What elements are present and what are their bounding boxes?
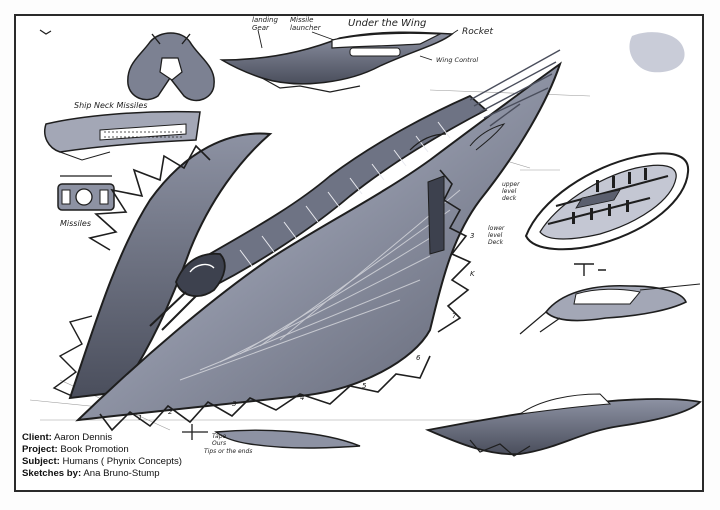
note-rocket: Rocket <box>462 27 493 37</box>
note-ours: Ours <box>212 440 226 447</box>
note-missile: Missile <box>290 16 313 24</box>
note-landing: landing <box>252 16 278 24</box>
client-value: Aaron Dennis <box>54 432 113 443</box>
ink-smudge <box>629 32 685 73</box>
caption-project: Project: Book Promotion <box>22 444 182 456</box>
note-tape: Tape <box>212 433 227 440</box>
neck-missiles-sketch <box>44 110 201 161</box>
client-label: Client: <box>22 432 52 443</box>
number-4: 4 <box>300 394 304 402</box>
corner-mark <box>39 29 52 35</box>
project-label: Project: <box>22 444 58 455</box>
caption-client: Client: Aaron Dennis <box>22 432 182 444</box>
number-7: 7 <box>452 312 457 320</box>
main-ship-sketch <box>29 49 591 432</box>
number-2: 2 <box>168 408 173 416</box>
number-5: 5 <box>362 382 367 390</box>
deck-cross-section-sketch <box>524 152 690 251</box>
note-lower: lower <box>488 225 505 232</box>
note-missiles: Missiles <box>60 219 91 228</box>
sketches-label: Sketches by: <box>22 468 82 479</box>
sketch-caption: Client: Aaron Dennis Project: Book Promo… <box>22 432 182 480</box>
project-value: Book Promotion <box>60 444 129 455</box>
letter-k: K <box>470 270 476 278</box>
sketches-value: Ana Bruno-Stump <box>83 468 160 479</box>
tip-detail-sketch <box>182 424 361 449</box>
missiles-sketch <box>57 175 115 211</box>
number-1: 1 <box>138 414 142 422</box>
caption-subject: Subject: Humans ( Phynix Concepts) <box>22 456 182 468</box>
number-6: 6 <box>416 354 421 362</box>
subject-label: Subject: <box>22 456 60 467</box>
number-3: 3 <box>232 400 236 408</box>
rear-view-sketch <box>127 32 215 102</box>
note-under-wing: Under the Wing <box>348 18 426 29</box>
note-upper-level: level <box>502 188 517 195</box>
note-tips: Tips or the ends <box>204 448 252 455</box>
under-wing-sketch <box>219 29 459 93</box>
number-3b: 3 <box>470 232 474 240</box>
small-craft-sketch <box>519 263 701 335</box>
note-gear: Gear <box>252 24 270 32</box>
note-launcher: launcher <box>290 24 322 32</box>
caption-sketches: Sketches by: Ana Bruno-Stump <box>22 468 182 480</box>
side-view-ship-sketch <box>424 393 702 457</box>
note-lower-deck: Deck <box>488 239 504 246</box>
note-upper-deck: deck <box>502 195 517 202</box>
note-wing-control: Wing Control <box>436 56 478 64</box>
handwritten-notes: landing Gear Missile launcher Under the … <box>60 16 520 455</box>
note-upper: upper <box>502 181 520 188</box>
note-lower-level: level <box>488 232 503 239</box>
subject-value: Humans ( Phynix Concepts) <box>62 456 182 467</box>
note-ship-neck: Ship Neck Missiles <box>74 101 147 110</box>
